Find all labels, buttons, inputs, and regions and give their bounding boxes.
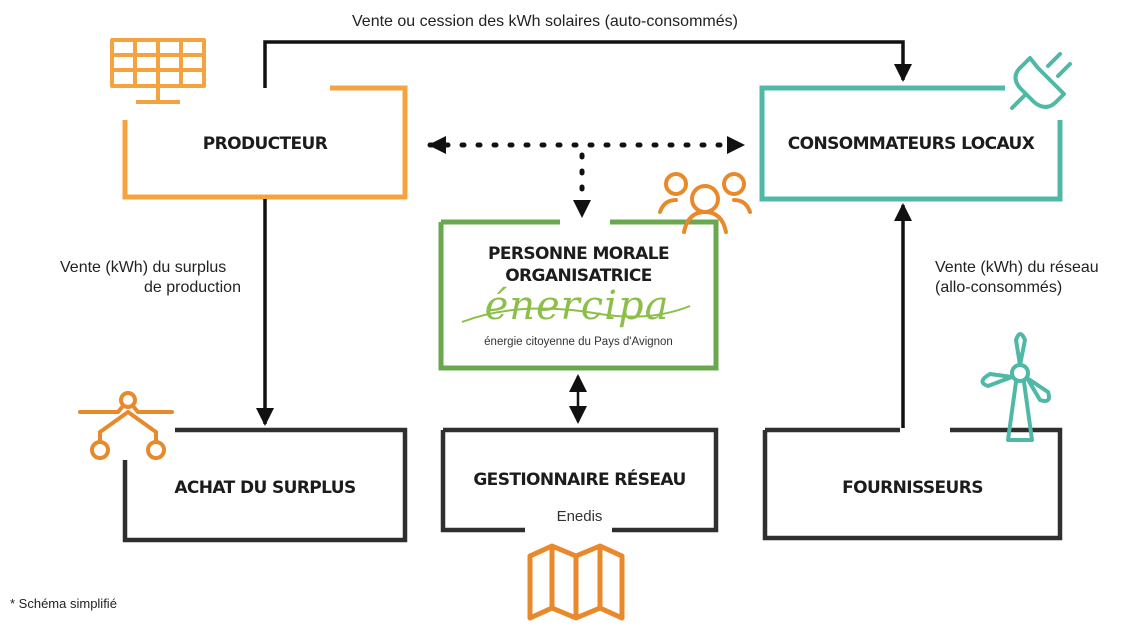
producteur-box (122, 85, 408, 200)
gestionnaire-box (440, 427, 719, 533)
solar-panel-icon (110, 38, 206, 104)
pmo-title-line1: PERSONNE MORALE (488, 244, 670, 264)
fournisseurs-box (762, 427, 1063, 541)
achat-box (122, 427, 408, 543)
wind-turbine-icon (980, 332, 1051, 442)
footnote: * Schéma simplifié (10, 596, 117, 611)
network-icon (78, 391, 174, 460)
enercipa-wordmark: énercipa (484, 283, 670, 329)
consommateurs-box (759, 85, 1063, 202)
flow-label-top: Vente ou cession des kWh solaires (auto-… (352, 13, 738, 30)
enercipa-logo-mark (461, 305, 691, 323)
gestionnaire-title: GESTIONNAIRE RÉSEAU (473, 470, 686, 490)
flow-label-left-2: de production (144, 279, 241, 296)
fournisseurs-title: FOURNISSEURS (842, 478, 983, 498)
enercipa-tagline: énergie citoyenne du Pays d'Avignon (484, 336, 673, 348)
map-icon (527, 543, 625, 621)
pmo-title-line2: ORGANISATRICE (505, 266, 652, 286)
pmo-box (438, 219, 719, 371)
gestionnaire-subtitle: Enedis (556, 508, 603, 525)
people-icon (658, 172, 752, 234)
flow-label-left-1: Vente (kWh) du surplus (60, 259, 227, 276)
flow-label-right-2: (allo-consommés) (935, 279, 1063, 296)
plug-icon (1010, 52, 1072, 110)
achat-title: ACHAT DU SURPLUS (174, 478, 356, 498)
flow-label-right-1: Vente (kWh) du réseau (935, 259, 1099, 276)
producteur-title: PRODUCTEUR (202, 134, 328, 154)
flow-arrow-top (263, 40, 912, 88)
consommateurs-title: CONSOMMATEURS LOCAUX (787, 134, 1035, 154)
